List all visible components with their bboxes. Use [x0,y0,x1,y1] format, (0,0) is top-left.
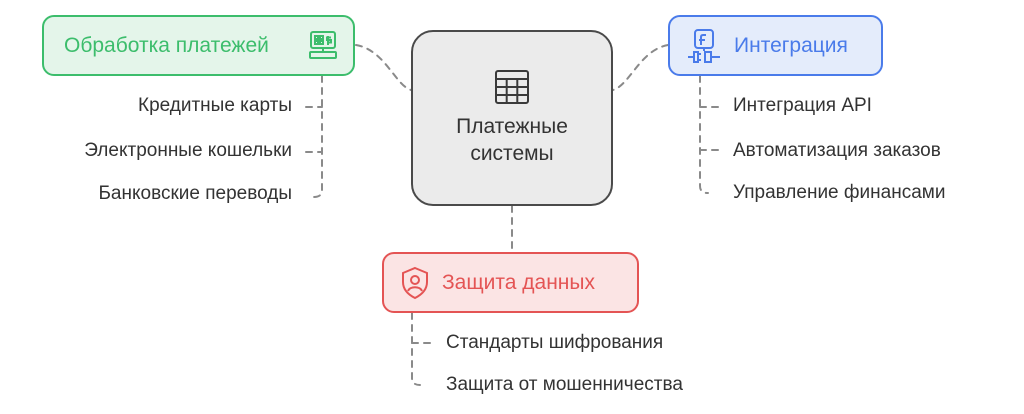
integration-item-api: Интеграция API [733,95,872,116]
security-node: Защита данных [382,252,639,313]
cash-register-icon [307,30,339,62]
user-shield-icon [398,266,432,300]
integration-item-finance-management: Управление финансами [733,182,946,203]
security-item-fraud-protection: Защита от мошенничества [446,374,683,395]
security-title: Защита данных [442,270,595,294]
integration-title: Интеграция [734,33,848,57]
center-node: Платежные системы [411,30,613,206]
table-icon [494,69,530,105]
payments-node: Обработка платежей [42,15,355,76]
api-plugin-icon [686,28,722,64]
payments-item-e-wallets: Электронные кошельки [84,140,292,161]
payments-item-bank-transfers: Банковские переводы [98,183,292,204]
payments-title: Обработка платежей [64,33,269,57]
integration-item-order-automation: Автоматизация заказов [733,140,941,161]
payments-item-credit-cards: Кредитные карты [138,95,292,116]
security-item-encryption-standards: Стандарты шифрования [446,332,664,353]
integration-node: Интеграция [668,15,883,76]
center-title: Платежные системы [456,115,568,165]
